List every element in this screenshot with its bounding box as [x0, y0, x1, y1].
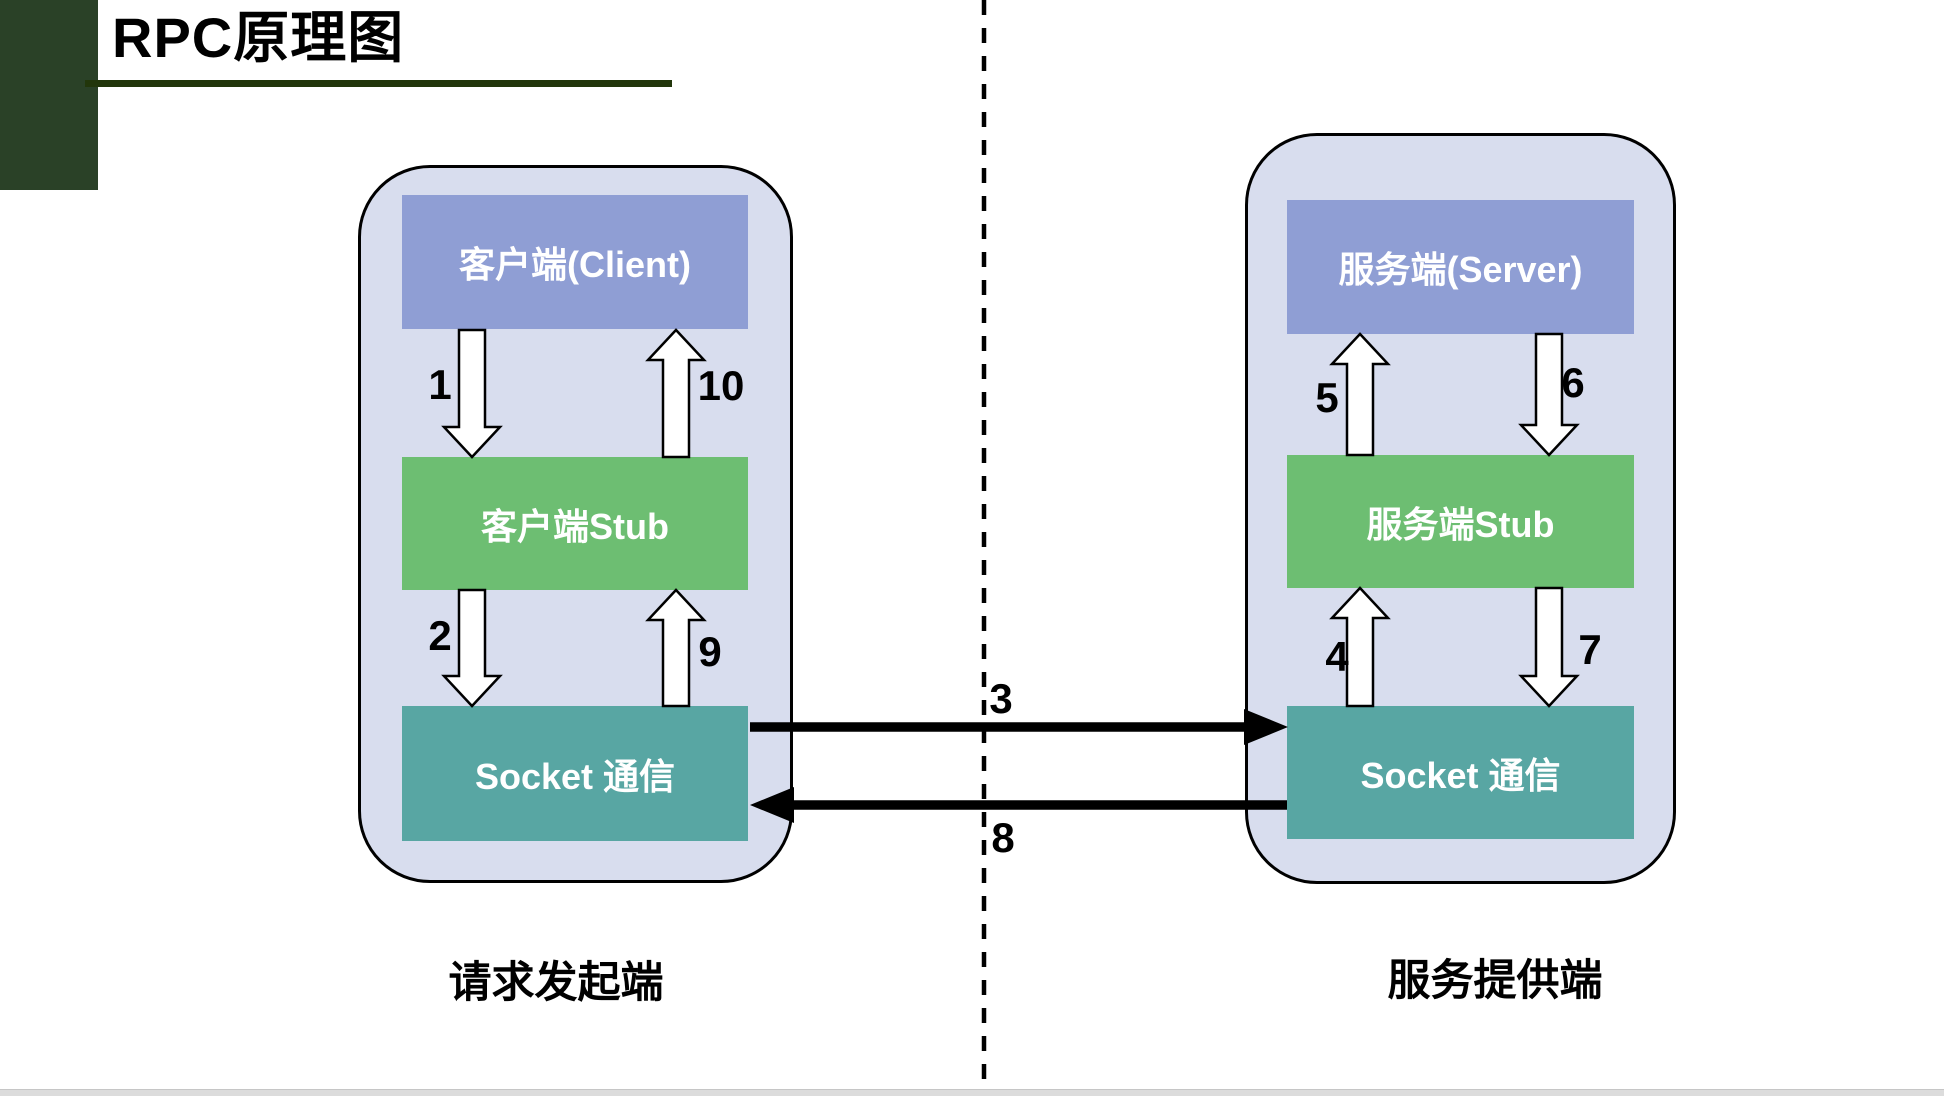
step-label-2: 2 — [428, 612, 452, 659]
step-label-9: 9 — [698, 628, 722, 675]
step-label-5: 5 — [1315, 374, 1339, 421]
arrow-step-10-icon — [645, 328, 707, 459]
client-socket-box: Socket 通信 — [402, 706, 748, 841]
step-label-4: 4 — [1325, 633, 1349, 680]
server-side-caption: 服务提供端 — [1387, 957, 1603, 1005]
step-label-8: 8 — [991, 814, 1015, 861]
arrow-step-1-icon — [441, 328, 503, 459]
title-underline — [85, 80, 672, 87]
step-label-6: 6 — [1561, 359, 1585, 406]
corner-accent-block — [0, 0, 98, 190]
arrow-step-5-icon — [1329, 332, 1391, 457]
step-label-1: 1 — [428, 361, 452, 408]
client-stub-box: 客户端Stub — [402, 457, 748, 590]
arrow-step-9-icon — [645, 588, 707, 708]
arrow-step-4-icon — [1329, 586, 1391, 708]
step-label-10: 10 — [697, 362, 745, 409]
server-socket-box: Socket 通信 — [1287, 706, 1634, 839]
arrow-step-3-icon — [750, 709, 1288, 745]
client-box: 客户端(Client) — [402, 195, 748, 329]
client-side-caption: 请求发起端 — [448, 959, 664, 1007]
arrow-step-7-icon — [1518, 586, 1580, 708]
step-label-3: 3 — [989, 675, 1013, 722]
slide-bottom-edge — [0, 1089, 1944, 1096]
arrow-step-2-icon — [441, 588, 503, 708]
arrow-step-6-icon — [1518, 332, 1580, 457]
server-stub-box: 服务端Stub — [1287, 455, 1634, 588]
server-box: 服务端(Server) — [1287, 200, 1634, 334]
page-title: RPC原理图 — [112, 6, 405, 69]
step-label-7: 7 — [1578, 626, 1602, 673]
arrow-step-8-icon — [750, 787, 1287, 823]
